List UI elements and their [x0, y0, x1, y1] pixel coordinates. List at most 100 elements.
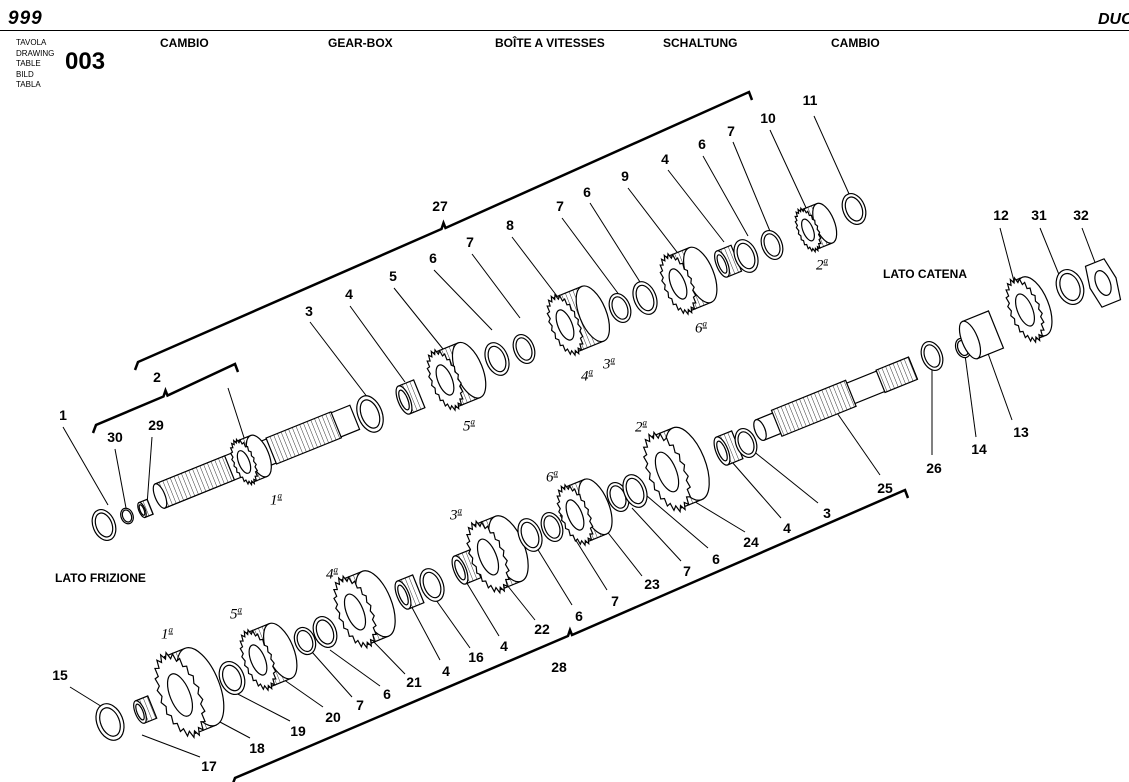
gear-mark-4th-lower: 4a	[326, 564, 338, 583]
part-label: 32	[1073, 207, 1089, 223]
part-label: 17	[201, 758, 217, 774]
part-label: 26	[926, 460, 942, 476]
gear-6th-secondary-bore	[565, 499, 585, 531]
leader-line	[751, 449, 819, 504]
primary-shaft-teeth	[265, 411, 343, 465]
leader-line	[433, 269, 493, 331]
part-label: 28	[551, 659, 567, 675]
part-label: 10	[760, 110, 776, 126]
part-label: 3	[305, 303, 313, 319]
circlip-7d-inner	[296, 629, 314, 653]
gear-4th-secondary-bore	[343, 593, 367, 631]
gear-4th-secondary	[332, 570, 396, 650]
part-label: 27	[432, 198, 448, 214]
shim-26-inner	[923, 344, 941, 368]
gear-mark-1st-upper: 1a	[270, 490, 282, 509]
part-label: 7	[611, 593, 619, 609]
shim-3-inner	[359, 399, 381, 429]
leader-line	[349, 305, 406, 383]
chain-side-label: LATO CATENA	[883, 267, 967, 281]
brand-logo: DUC	[1098, 11, 1129, 28]
leader-line	[561, 217, 621, 297]
part-label: 24	[743, 534, 759, 550]
leader-line	[531, 539, 573, 606]
gear-3rd-secondary-bore	[476, 538, 500, 576]
leader-line	[435, 599, 471, 649]
bearing-4e-bore	[716, 440, 728, 462]
part-label: 16	[468, 649, 484, 665]
shim-6f-inner	[625, 477, 645, 505]
table-word: TAVOLA	[16, 38, 47, 47]
bearing-4e	[713, 430, 744, 466]
gear-5th-primary	[426, 341, 487, 412]
table-number: 003	[65, 48, 106, 75]
nut-32-bore	[1094, 270, 1112, 296]
title-english: GEAR-BOX	[328, 36, 393, 50]
nut-32	[1084, 258, 1122, 308]
bearing-29	[137, 498, 154, 519]
bearing-4d-bore	[454, 559, 466, 581]
bushing-30-inner	[121, 509, 133, 523]
part-label: 11	[802, 92, 818, 108]
title-french: BOÎTE A VITESSES	[495, 36, 605, 50]
part-label: 8	[506, 217, 514, 233]
leader-line	[371, 639, 406, 675]
leader-line	[1081, 227, 1097, 266]
leader-line	[311, 651, 353, 698]
table-word: DRAWING	[16, 48, 55, 58]
part-label: 9	[621, 168, 629, 184]
lock-washer-31-inner	[1059, 272, 1081, 302]
gear-mark-3rd-upper: 3a	[603, 354, 615, 373]
gear-5th-secondary	[239, 622, 298, 692]
leader-line	[146, 436, 153, 506]
gear-2nd-secondary-bore	[654, 451, 680, 493]
shim-6d-inner	[315, 619, 335, 645]
gear-5th-primary-bore	[435, 364, 455, 396]
shim-15-inner	[99, 707, 121, 737]
part-label: 7	[556, 198, 564, 214]
secondary-shaft	[753, 356, 919, 441]
circlip-7e-inner	[543, 515, 561, 539]
part-label: 5	[389, 268, 397, 284]
header-rule	[0, 30, 1129, 31]
bracket-2	[91, 362, 240, 434]
leader-line	[1039, 227, 1063, 283]
washer-1-inner	[94, 512, 114, 538]
gear-mark-2nd-lower: 2a	[635, 417, 647, 436]
leader-line	[589, 202, 641, 283]
leader-line	[464, 579, 500, 637]
title-spanish: CAMBIO	[831, 36, 880, 50]
leader-line	[631, 507, 682, 562]
bearing-4a-bore	[398, 389, 410, 411]
circlip-7c-inner	[763, 233, 781, 257]
gear-mark-3rd-lower: 3a	[450, 505, 462, 524]
gear-1st-secondary-bore	[166, 673, 194, 717]
part-label: 2	[153, 369, 161, 385]
shim-6b-inner	[635, 284, 655, 312]
bearing-4b-bore	[716, 254, 728, 274]
leader-line	[114, 448, 127, 509]
circlip-7b-inner	[611, 296, 629, 320]
shim-6c-inner	[736, 242, 756, 270]
leader-line	[141, 734, 201, 758]
part-label: 6	[575, 608, 583, 624]
bearing-29-bore	[138, 504, 146, 516]
part-label: 3	[823, 505, 831, 521]
secondary-shaft-end	[753, 419, 767, 441]
shim-16-inner	[422, 571, 442, 599]
shim-19-inner	[221, 664, 243, 692]
leader-line	[834, 409, 881, 476]
part-label: 22	[534, 621, 550, 637]
gear-mark-4th-upper: 4a	[581, 366, 593, 385]
gear-mark-5th-lower: 5a	[230, 604, 242, 623]
gear-6th-primary	[659, 246, 718, 316]
leader-line	[627, 187, 681, 257]
part-label: 30	[107, 429, 123, 445]
gear-mark-1st-lower: 1a	[161, 624, 173, 643]
sprocket-12	[1005, 276, 1053, 344]
part-label: 6	[429, 250, 437, 266]
gear-2nd-primary	[794, 202, 838, 254]
shim-6e-inner	[520, 521, 540, 549]
bracket-27	[133, 90, 754, 371]
